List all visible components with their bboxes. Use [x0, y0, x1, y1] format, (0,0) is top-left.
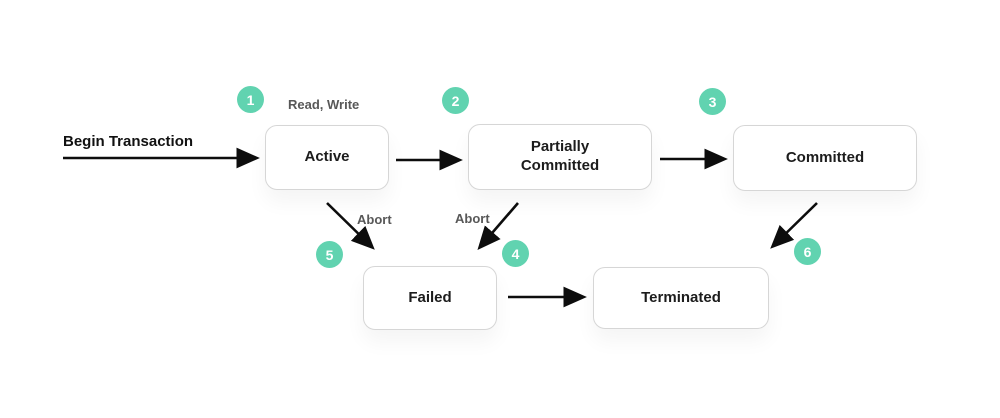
read-write-label: Read, Write [288, 97, 360, 112]
state-box-active: Active [265, 125, 389, 190]
state-box-terminated: Terminated [593, 267, 769, 329]
state-box-partially-committed: Partially Committed [468, 124, 652, 190]
step-badge-5: 5 [316, 241, 343, 268]
step-badge-1: 1 [237, 86, 264, 113]
state-box-failed: Failed [363, 266, 497, 330]
state-label-committed: Committed [785, 148, 865, 166]
state-label-terminated: Terminated [641, 288, 721, 306]
abort-label-from-active: Abort [357, 212, 392, 227]
step-badge-6: 6 [794, 238, 821, 265]
state-label-failed: Failed [408, 288, 452, 306]
abort-label-from-partially-committed: Abort [455, 211, 490, 226]
step-badge-2: 2 [442, 87, 469, 114]
step-badge-3: 3 [699, 88, 726, 115]
state-box-committed: Committed [733, 125, 917, 191]
state-label-partially-committed: Partially Committed [520, 138, 600, 174]
state-label-active: Active [304, 148, 350, 166]
begin-transaction-label: Begin Transaction [63, 133, 194, 150]
step-badge-4: 4 [502, 240, 529, 267]
